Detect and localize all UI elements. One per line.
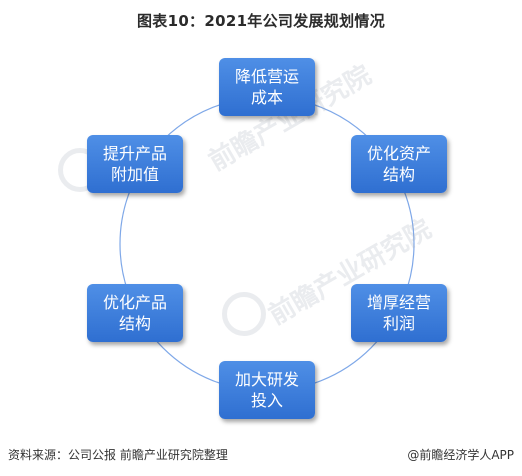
node-increase-profit: 增厚经营 利润 — [351, 284, 447, 342]
node-increase-rd: 加大研发 投入 — [219, 361, 315, 419]
brand-credit: @前瞻经济学人APP — [407, 448, 514, 462]
source-note: 资料来源：公司公报 前瞻产业研究院整理 — [8, 448, 228, 462]
node-optimize-assets: 优化资产 结构 — [351, 135, 447, 193]
watermark-logo — [222, 292, 266, 336]
node-optimize-products: 优化产品 结构 — [87, 284, 183, 342]
chart-title: 图表10：2021年公司发展规划情况 — [136, 12, 386, 30]
node-add-value: 提升产品 附加值 — [87, 135, 183, 193]
node-reduce-costs: 降低营运 成本 — [219, 58, 315, 116]
